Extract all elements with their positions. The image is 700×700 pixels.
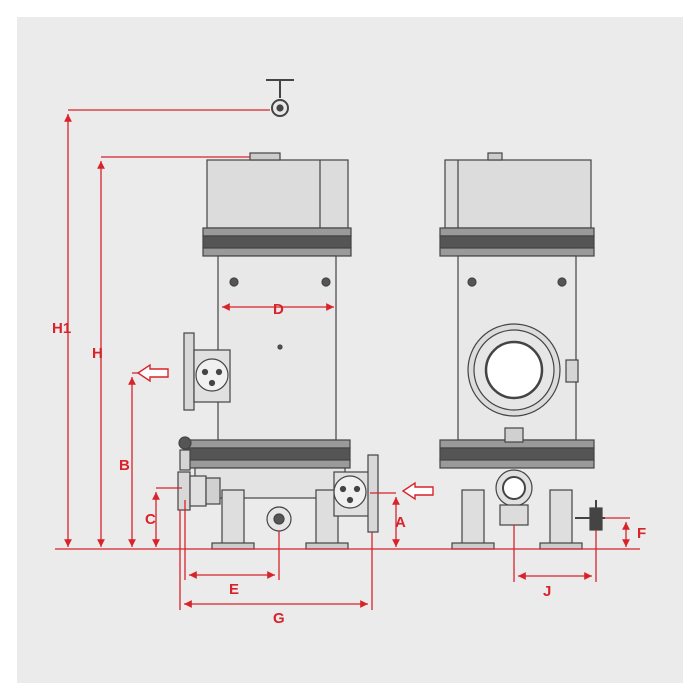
inspection-port — [467, 323, 561, 417]
bottom-outlet — [495, 469, 533, 526]
label-g: G — [273, 610, 285, 627]
dimensions — [55, 109, 640, 610]
label-h1: H1 — [52, 320, 71, 337]
lower-flange — [184, 439, 351, 449]
bottom-port — [266, 506, 292, 532]
label-h: H — [92, 345, 103, 362]
front-view — [439, 152, 605, 550]
label-d: D — [273, 301, 284, 318]
label-j: J — [543, 583, 551, 600]
label-e: E — [229, 581, 239, 598]
drawing-panel — [17, 17, 683, 683]
lifting-hook-icon — [266, 79, 294, 117]
upper-flange — [202, 227, 352, 237]
top-cover — [206, 159, 349, 229]
label-c: C — [145, 511, 156, 528]
label-a: A — [395, 514, 406, 531]
support-leg — [221, 489, 245, 546]
drain-valve — [177, 436, 221, 511]
support-leg — [461, 489, 485, 546]
label-b: B — [119, 457, 130, 474]
top-cover — [444, 159, 592, 229]
support-leg — [549, 489, 573, 546]
side-port — [565, 359, 579, 383]
inlet-arrow-icon — [401, 481, 434, 501]
outlet-arrow-icon — [136, 363, 169, 383]
side-view — [177, 79, 379, 550]
outlet-nozzle — [183, 332, 231, 411]
vessel-body — [217, 255, 337, 441]
label-f: F — [637, 525, 646, 542]
upper-flange — [439, 227, 595, 237]
